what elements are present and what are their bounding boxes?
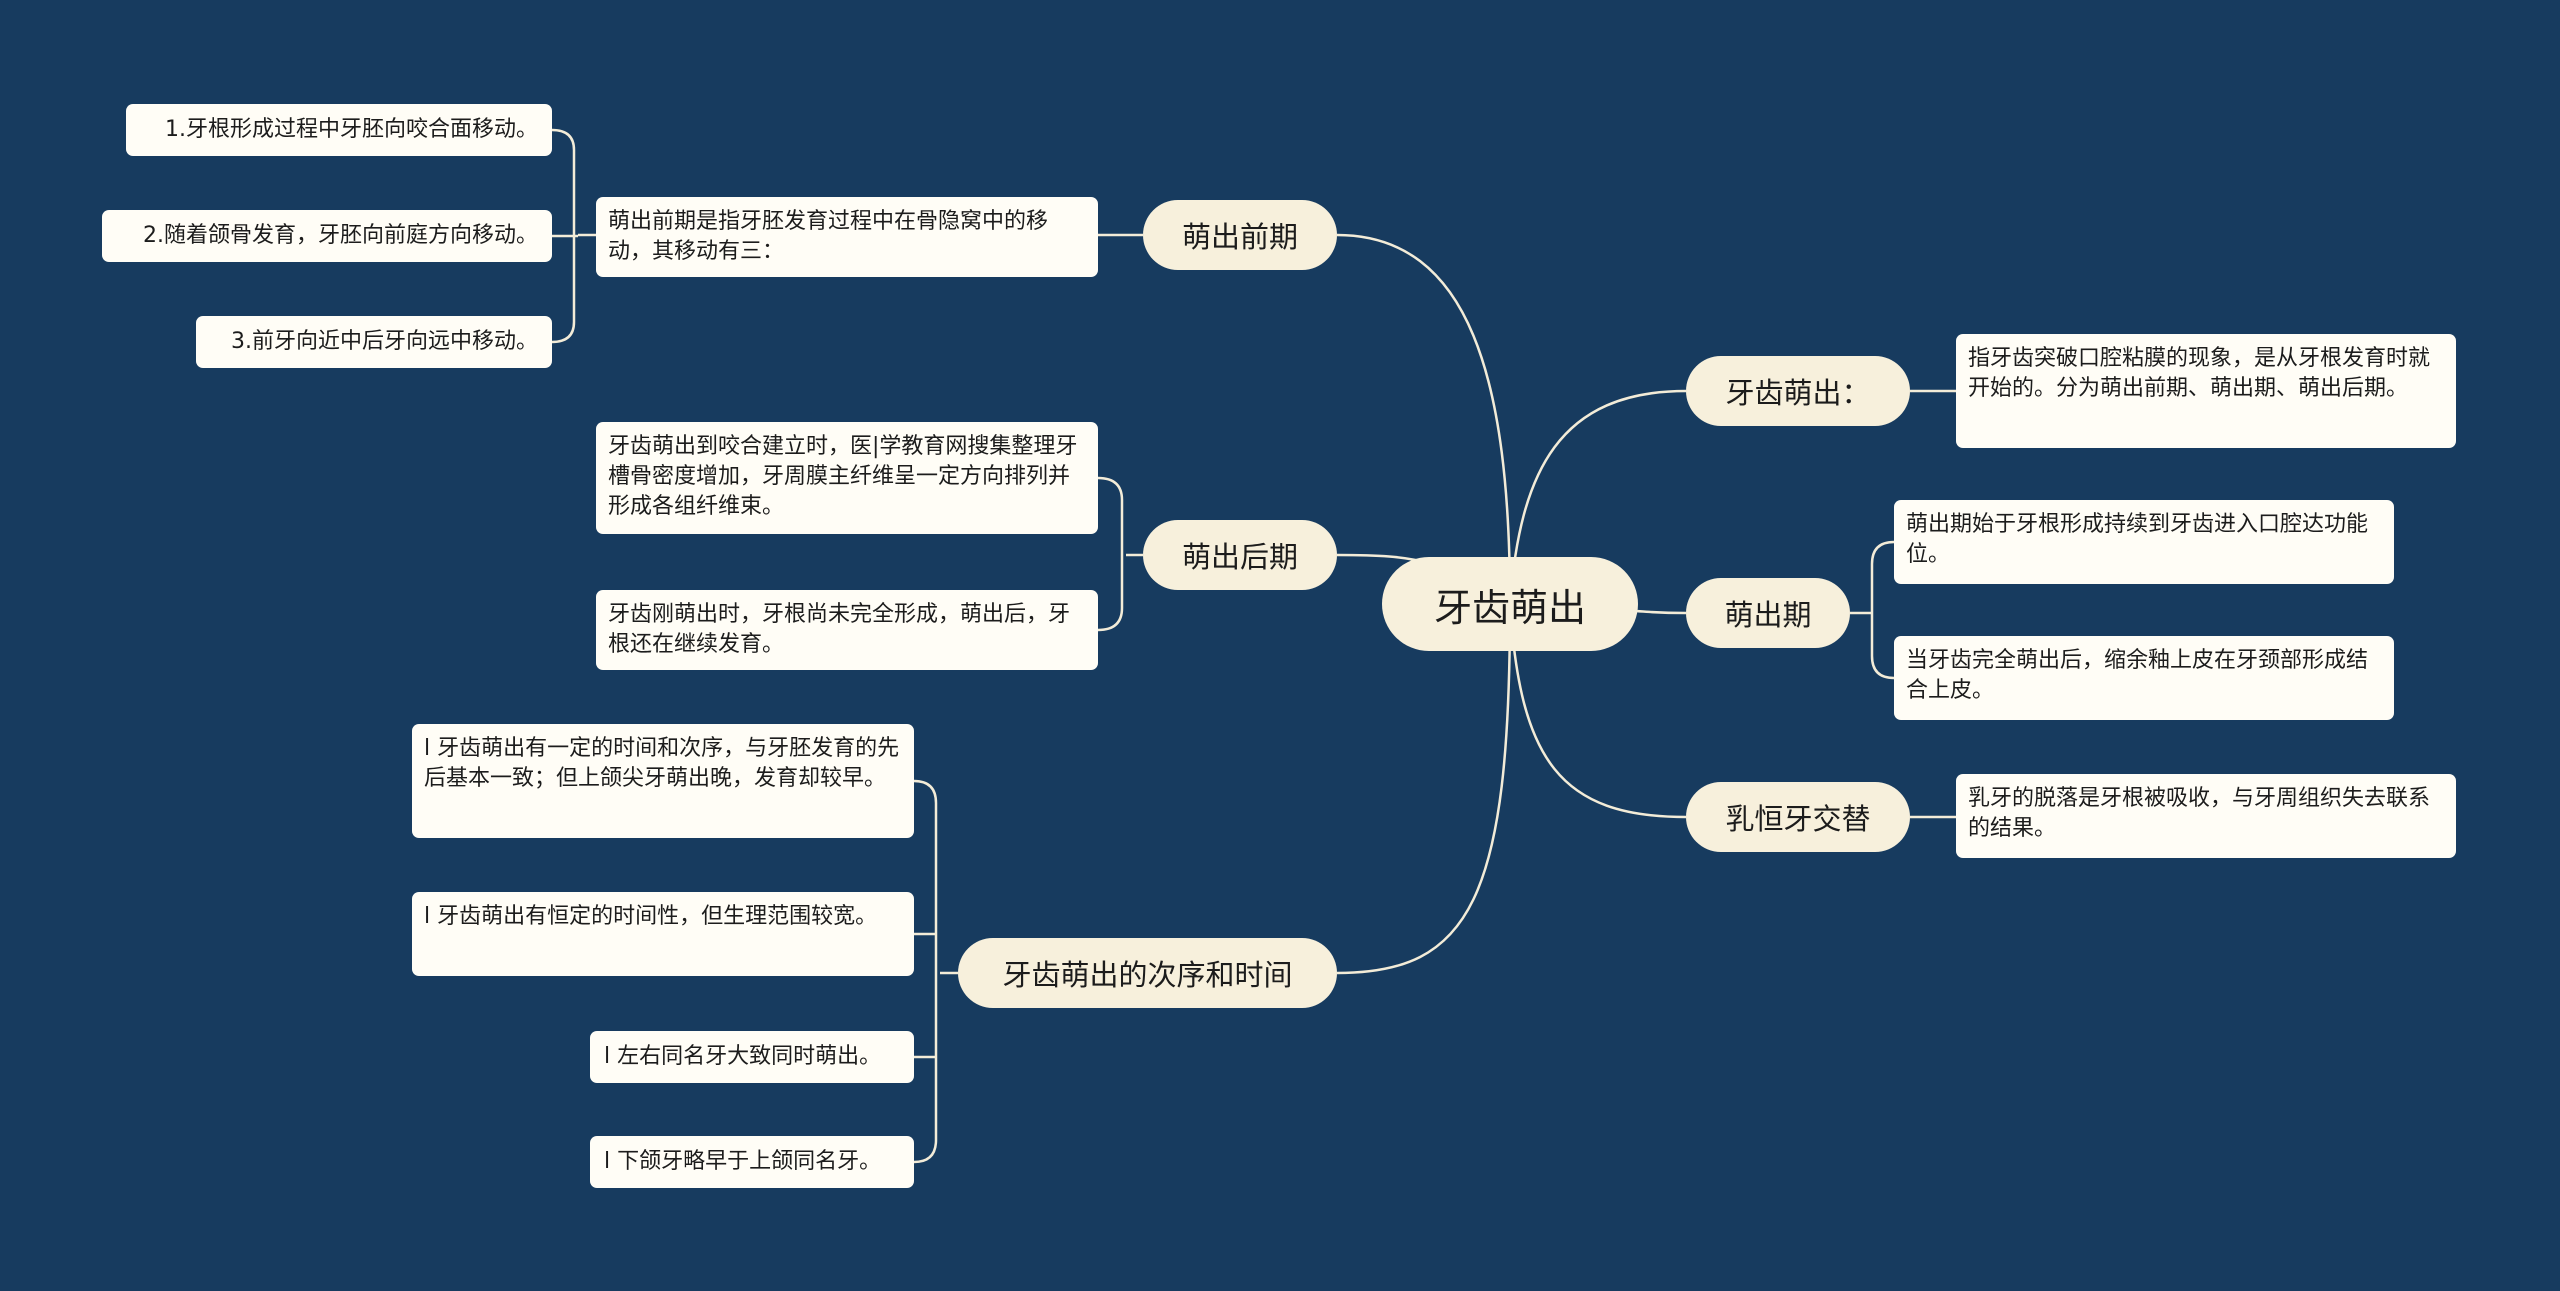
link-period-bracket [1870,540,1895,680]
branch-post-eruption[interactable]: 萌出后期 [1143,520,1337,590]
leaf-period-2[interactable]: 当牙齿完全萌出后，缩余釉上皮在牙颈部形成结合上皮。 [1894,636,2394,720]
leaf-replacement[interactable]: 乳牙的脱落是牙根被吸收，与牙周组织失去联系的结果。 [1956,774,2456,858]
branch-pre-eruption[interactable]: 萌出前期 [1143,200,1337,270]
leaf-seq-4[interactable]: l 下颌牙略早于上颌同名牙。 [590,1136,914,1188]
branch-definition[interactable]: 牙齿萌出： [1686,356,1910,426]
branch-eruption-period[interactable]: 萌出期 [1686,578,1850,648]
leaf-seq-3[interactable]: l 左右同名牙大致同时萌出。 [590,1031,914,1083]
leaf-post-1[interactable]: 牙齿萌出到咬合建立时，医|学教育网搜集整理牙槽骨密度增加，牙周膜主纤维呈一定方向… [596,422,1098,534]
link-seq-bracket [913,779,938,1164]
root-topic[interactable]: 牙齿萌出 [1382,557,1638,651]
link-root-sequence [1336,603,1512,975]
leaf-definition[interactable]: 指牙齿突破口腔粘膜的现象，是从牙根发育时就开始的。分为萌出前期、萌出期、萌出后期… [1956,334,2456,448]
link-post-bracket [1097,476,1124,632]
link-root-replacement [1508,603,1687,819]
link-root-pre [1336,233,1512,605]
leaf-seq-1[interactable]: l 牙齿萌出有一定的时间和次序，与牙胚发育的先后基本一致；但上颌尖牙萌出晚，发育… [412,724,914,838]
branch-replacement[interactable]: 乳恒牙交替 [1686,782,1910,852]
leaf-pre-3[interactable]: 3.前牙向近中后牙向远中移动。 [196,316,552,368]
leaf-seq-2[interactable]: l 牙齿萌出有恒定的时间性，但生理范围较宽。 [412,892,914,976]
leaf-pre-2[interactable]: 2.随着颌骨发育，牙胚向前庭方向移动。 [102,210,552,262]
leaf-pre-main[interactable]: 萌出前期是指牙胚发育过程中在骨隐窝中的移动，其移动有三： [596,197,1098,277]
branch-sequence-time[interactable]: 牙齿萌出的次序和时间 [958,938,1337,1008]
leaf-pre-1[interactable]: 1.牙根形成过程中牙胚向咬合面移动。 [126,104,552,156]
leaf-period-1[interactable]: 萌出期始于牙根形成持续到牙齿进入口腔达功能位。 [1894,500,2394,584]
leaf-post-2[interactable]: 牙齿刚萌出时，牙根尚未完全形成，萌出后，牙根还在继续发育。 [596,590,1098,670]
link-root-definition [1508,389,1687,605]
